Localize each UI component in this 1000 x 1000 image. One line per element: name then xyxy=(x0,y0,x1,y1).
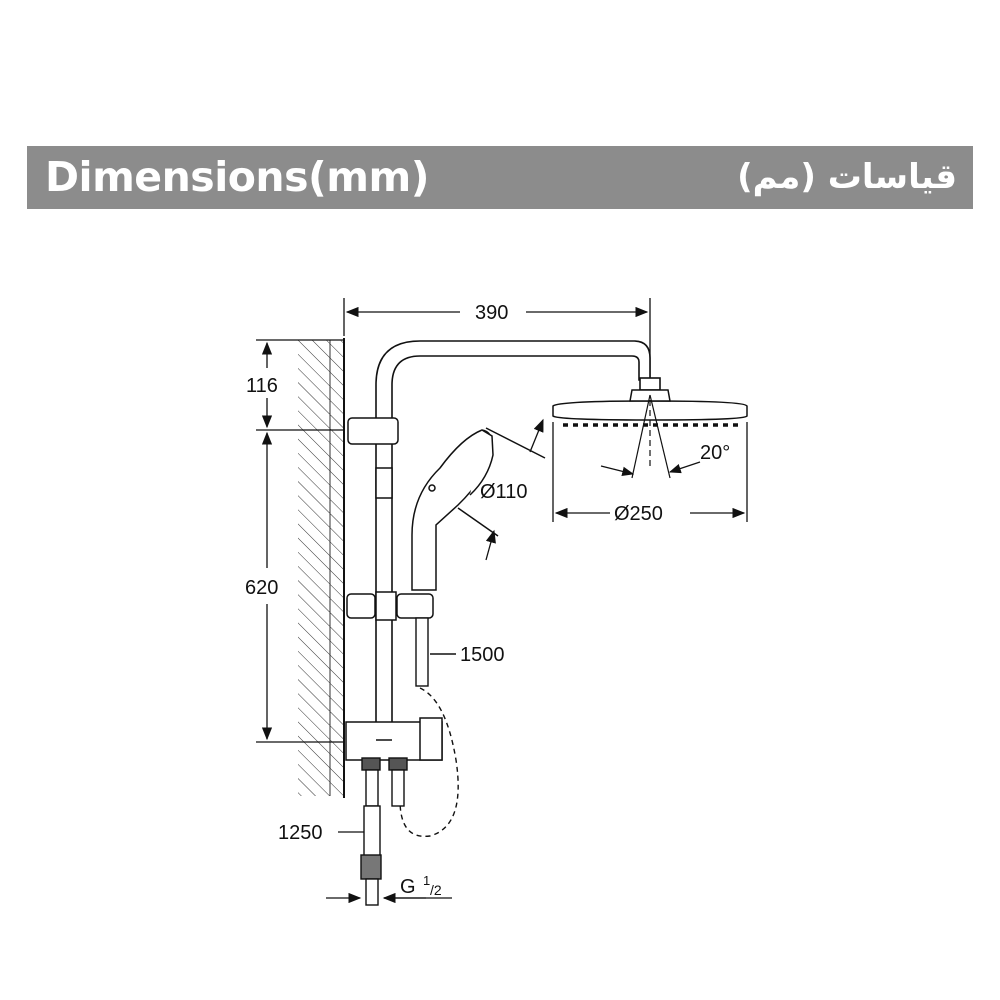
shower-riser xyxy=(375,340,661,735)
dim-head-diameter xyxy=(552,422,748,522)
wall xyxy=(298,338,345,798)
label-390: 390 xyxy=(475,302,508,324)
hand-shower xyxy=(411,427,546,591)
wall-bracket-top xyxy=(347,417,399,499)
label-620: 620 xyxy=(245,577,278,599)
dim-hand-diameter xyxy=(485,418,544,561)
label-thread-den: /2 xyxy=(430,882,442,898)
label-1500: 1500 xyxy=(460,644,505,666)
mixer-body xyxy=(345,717,443,761)
hose xyxy=(399,617,459,838)
label-250: Ø250 xyxy=(614,503,663,525)
label-110: Ø110 xyxy=(480,481,527,503)
page-title: Dimensions(mm) xyxy=(45,153,429,201)
label-20-deg: 20° xyxy=(700,442,730,464)
inlet-connectors xyxy=(360,757,408,906)
head-angle xyxy=(600,394,701,479)
label-thread-num: 1 xyxy=(423,873,430,888)
hand-shower-holder xyxy=(346,591,434,621)
dim-supply-hose xyxy=(326,831,452,904)
label-1250: 1250 xyxy=(278,822,323,844)
label-thread-g: G xyxy=(400,876,416,898)
header-banner: Dimensions(mm) قیاسات (مم) xyxy=(27,146,973,209)
label-116: 116 xyxy=(246,375,278,397)
dim-vertical xyxy=(256,339,344,743)
page-title-persian: قیاسات (مم) xyxy=(737,157,957,197)
